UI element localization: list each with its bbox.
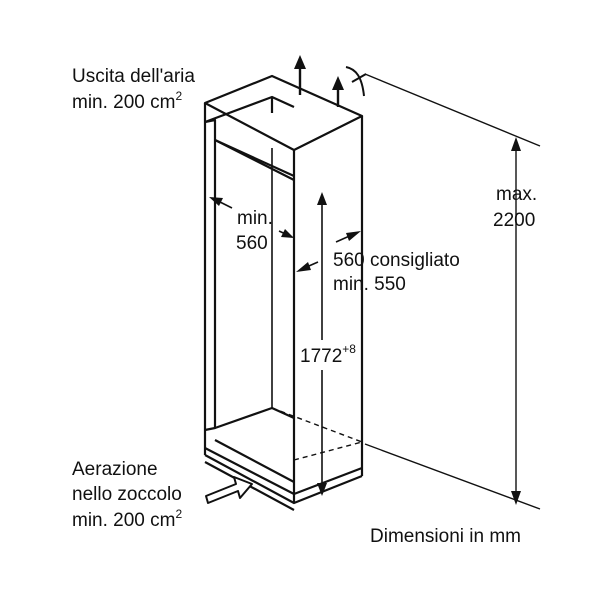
niche-bottom-outline [204, 454, 363, 505]
niche-front-top-cut [214, 138, 295, 178]
reference-mark [345, 66, 367, 97]
width-arrow-left [209, 197, 223, 206]
max-height-arrow-bottom [511, 491, 521, 505]
depth-recommended-label: 560 consigliato [333, 250, 460, 271]
reference-mark-curve [345, 66, 365, 97]
air-outlet-label-line2: min. 200 cm2 [72, 89, 182, 113]
niche-height-arrow-bottom [317, 483, 327, 496]
max-height-value: 2200 [493, 210, 535, 231]
air-outlet-arrowheads [294, 55, 344, 90]
plinth-vent-arrow-shape [205, 476, 253, 504]
plinth-vent-label-line2: nello zoccolo [72, 484, 182, 505]
air-outlet-label-line1: Uscita dell'aria [72, 66, 195, 87]
niche-height-tolerance: +8 [342, 342, 356, 356]
niche-height-label: 1772+8 [300, 342, 356, 367]
air-outlet-arrows [298, 66, 340, 107]
width-min-value: 560 [236, 233, 268, 254]
depth-arrowheads [296, 231, 361, 272]
plinth-vent-arrow [205, 476, 253, 504]
max-height-arrow-top [511, 137, 521, 151]
hidden-bottom-edge-right [293, 441, 363, 461]
plinth-vent-label-line3: min. 200 cm2 [72, 507, 182, 531]
niche-inner-bottom-frame [214, 406, 295, 483]
plinth-vent-area: min. 200 cm [72, 510, 175, 531]
max-height-dimension [364, 73, 541, 510]
air-outlet-area-exponent: 2 [175, 89, 182, 103]
air-arrow-1-head [294, 55, 306, 69]
niche-height-arrowheads [317, 192, 327, 496]
plinth-vent-label-line1: Aerazione [72, 459, 158, 480]
max-height-arrowheads [511, 137, 521, 505]
hidden-bottom-edge-back [271, 407, 363, 443]
depth-arrow-back [346, 231, 361, 241]
cabinet-niche [203, 74, 364, 511]
width-arrow-right [281, 229, 294, 238]
depth-min-label: min. 550 [333, 274, 406, 295]
plinth-outline [204, 447, 363, 511]
width-min-label: min. [237, 208, 273, 229]
extension-line-top [364, 73, 541, 147]
air-outlet-area: min. 200 cm [72, 92, 175, 113]
niche-height-label-background [299, 340, 357, 370]
width-arrowheads [209, 197, 294, 238]
air-arrow-2-head [332, 76, 344, 90]
plinth-vent-area-exponent: 2 [175, 507, 182, 521]
niche-height-arrow-top [317, 192, 327, 205]
extension-line-bottom [364, 443, 541, 510]
units-note: Dimensioni in mm [370, 526, 521, 547]
depth-arrow-front [296, 262, 311, 272]
niche-height-value: 1772 [300, 346, 342, 367]
niche-height-label-group: 1772+8 [299, 340, 357, 370]
max-height-label: max. [496, 184, 537, 205]
niche-inner-left-wall [204, 118, 217, 432]
reference-mark-tick [351, 73, 367, 83]
hidden-edges [271, 407, 363, 470]
